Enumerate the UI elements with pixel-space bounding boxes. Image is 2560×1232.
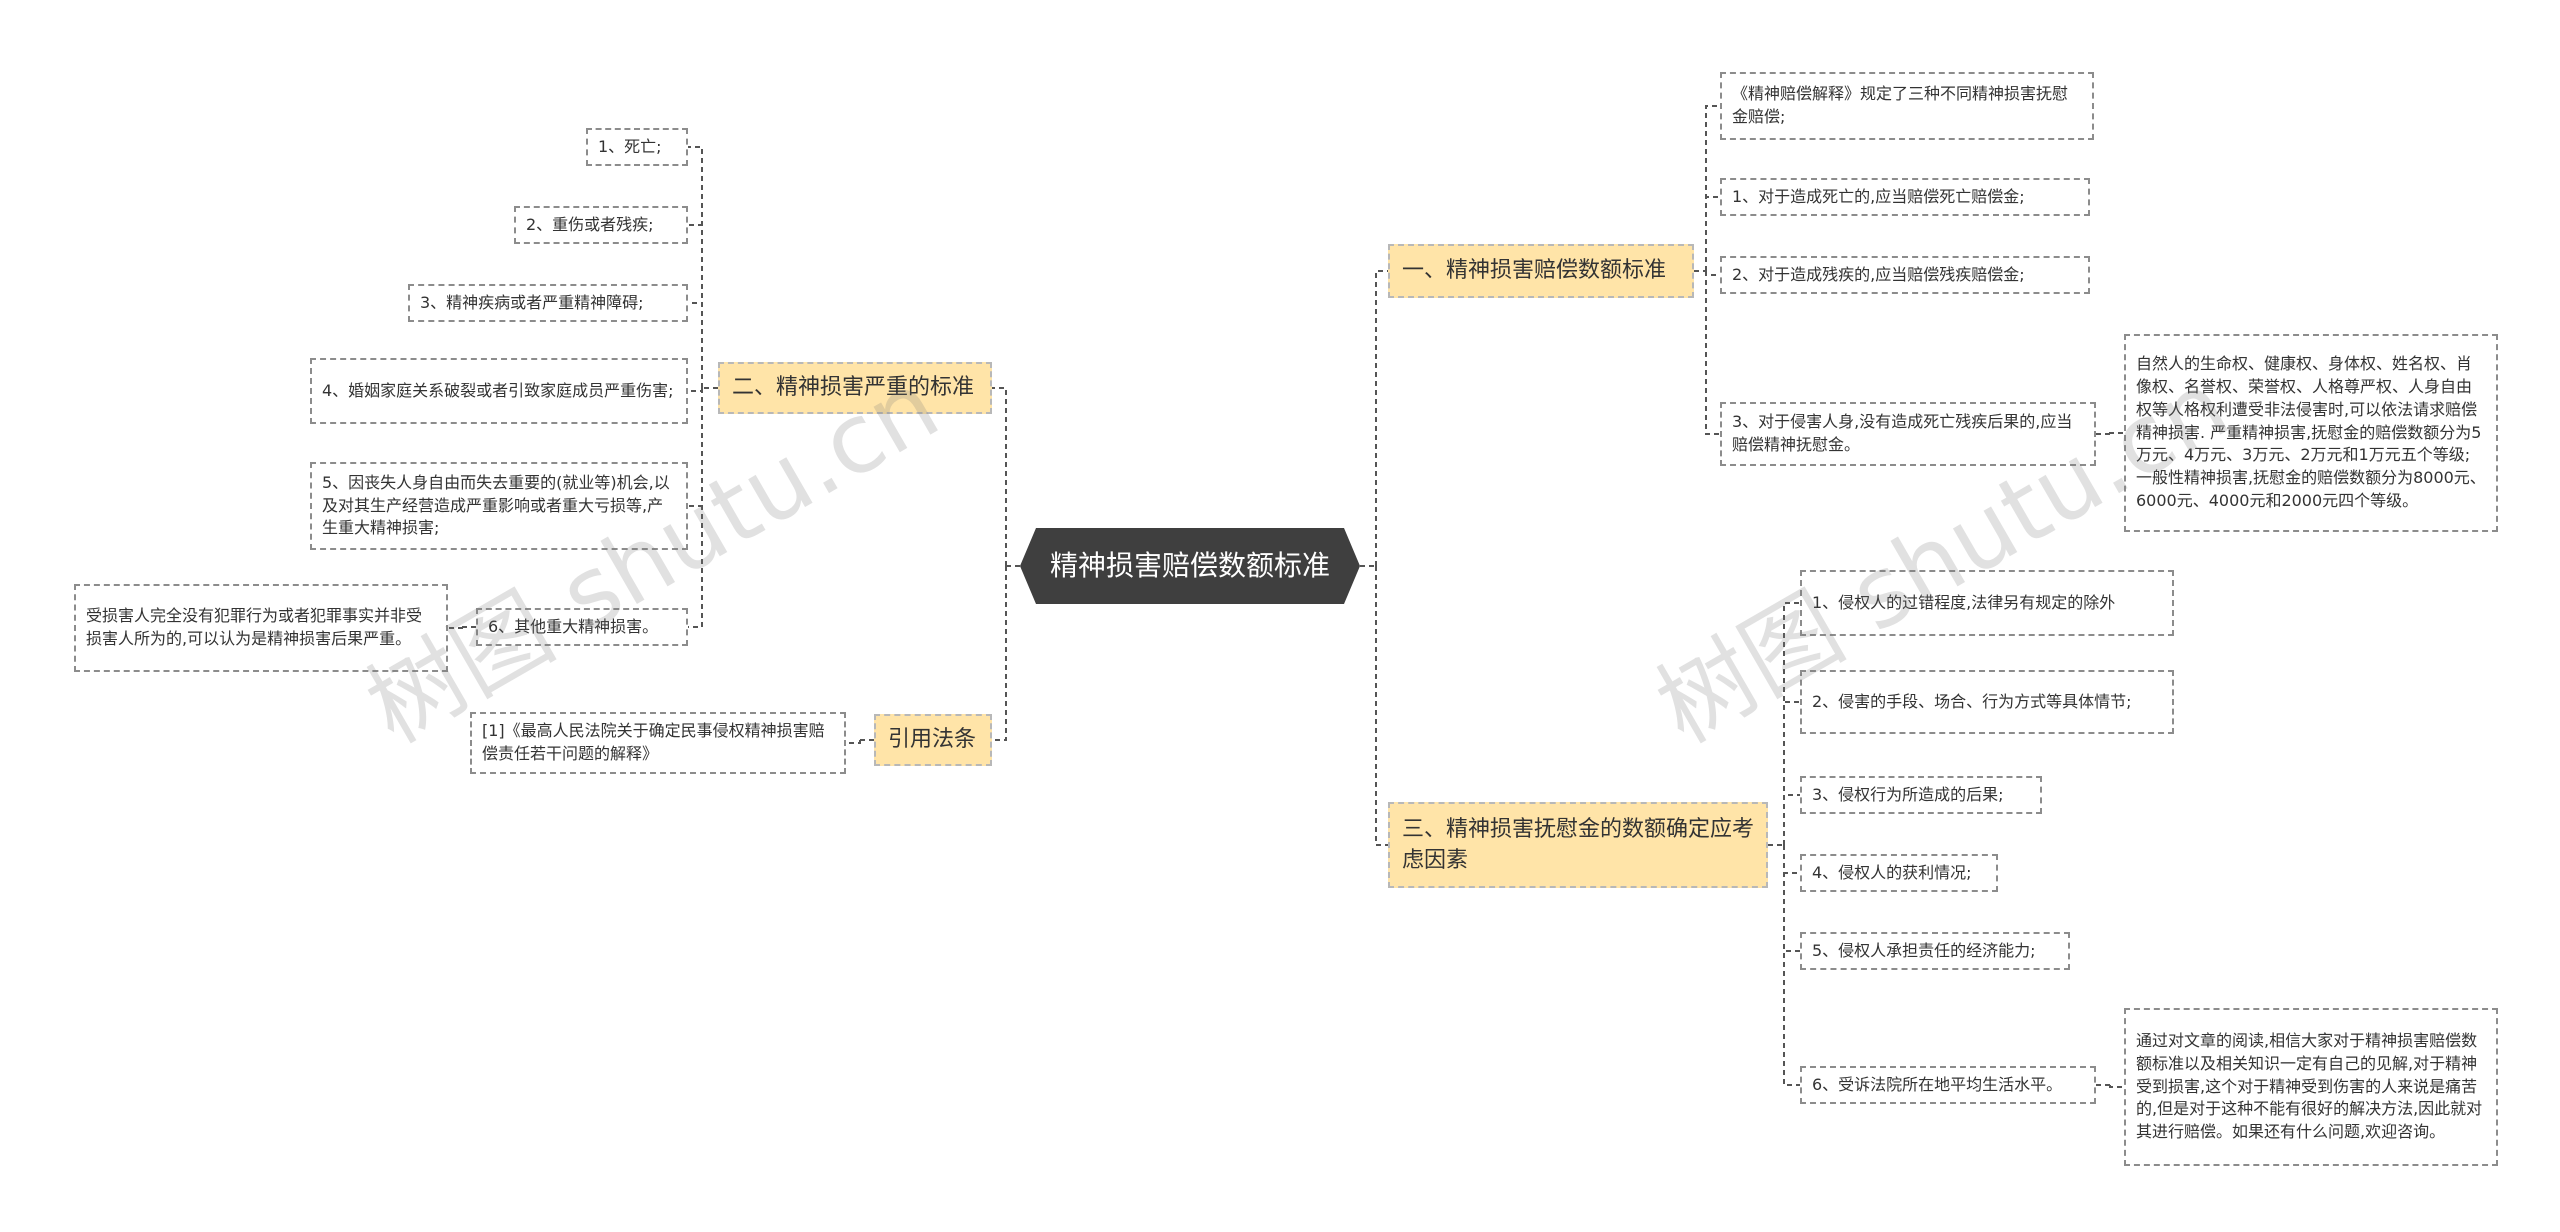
leaf-consequences[interactable]: 3、侵权行为所造成的后果; [1800, 776, 2042, 814]
leaf-text: 2、重伤或者残疾; [526, 214, 654, 234]
leaf-serious-injury[interactable]: 2、重伤或者残疾; [514, 206, 688, 244]
leaf-death-compensation[interactable]: 1、对于造成死亡的,应当赔偿死亡赔偿金; [1720, 178, 2090, 216]
leaf-lost-freedom[interactable]: 5、因丧失人身自由而失去重要的(就业等)机会,以及对其生产经营造成严重影响或者重… [310, 462, 688, 550]
connector-b2 [688, 146, 718, 628]
leaf-mental-illness[interactable]: 3、精神疾病或者严重精神障碍; [408, 284, 688, 322]
leaf-disability-compensation[interactable]: 2、对于造成残疾的,应当赔偿残疾赔偿金; [1720, 256, 2090, 294]
leaf-fault-degree[interactable]: 1、侵权人的过错程度,法律另有规定的除外 [1800, 570, 2174, 636]
leaf-text: 3、对于侵害人身,没有造成死亡残疾后果的,应当赔偿精神抚慰金。 [1732, 412, 2073, 454]
leaf-text: 1、死亡; [598, 136, 662, 156]
connector-r1d [2096, 432, 2124, 435]
leaf-text: [1]《最高人民法院关于确定民事侵权精神损害赔偿责任若干问题的解释》 [482, 721, 825, 763]
leaf-living-standard[interactable]: 6、受诉法院所在地平均生活水平。 [1800, 1066, 2096, 1104]
leaf-family-breakdown[interactable]: 4、婚姻家庭关系破裂或者引致家庭成员严重伤害; [310, 358, 688, 424]
branch-label: 一、精神损害赔偿数额标准 [1402, 258, 1667, 284]
branch-label: 引用法条 [888, 727, 977, 753]
root-node[interactable]: 精神损害赔偿数额标准 [1020, 528, 1360, 604]
leaf-innocent-victim[interactable]: 受损害人完全没有犯罪行为或者犯罪事实并非受损害人所为的,可以认为是精神损害后果严… [74, 584, 448, 672]
leaf-text: 《精神赔偿解释》规定了三种不同精神损害抚慰金赔偿; [1732, 84, 2069, 126]
root-label: 精神损害赔偿数额标准 [1049, 549, 1330, 583]
leaf-text: 3、精神疾病或者严重精神障碍; [420, 292, 644, 312]
leaf-three-types[interactable]: 《精神赔偿解释》规定了三种不同精神损害抚慰金赔偿; [1720, 72, 2094, 140]
connector-r3f [2096, 1084, 2124, 1088]
leaf-text: 4、婚姻家庭关系破裂或者引致家庭成员严重伤害; [322, 380, 674, 400]
leaf-judicial-interpretation[interactable]: [1]《最高人民法院关于确定民事侵权精神损害赔偿责任若干问题的解释》 [470, 712, 846, 774]
connector-b3 [1768, 602, 1800, 1086]
connector-root [1360, 270, 1388, 846]
leaf-other-damage[interactable]: 6、其他重大精神损害。 [476, 608, 688, 646]
leaf-profit[interactable]: 4、侵权人的获利情况; [1800, 854, 1998, 892]
leaf-text: 5、因丧失人身自由而失去重要的(就业等)机会,以及对其生产经营造成严重影响或者重… [322, 472, 670, 538]
leaf-text: 6、其他重大精神损害。 [488, 616, 659, 636]
branch-severity-standard[interactable]: 二、精神损害严重的标准 [718, 362, 992, 414]
leaf-text: 5、侵权人承担责任的经济能力; [1812, 940, 2036, 960]
leaf-mental-solatium[interactable]: 3、对于侵害人身,没有造成死亡残疾后果的,应当赔偿精神抚慰金。 [1720, 402, 2096, 466]
connector-b4 [846, 739, 874, 744]
leaf-text: 3、侵权行为所造成的后果; [1812, 784, 2004, 804]
leaf-death[interactable]: 1、死亡; [586, 128, 688, 166]
leaf-text: 通过对文章的阅读,相信大家对于精神损害赔偿数额标准以及相关知识一定有自己的见解,… [2136, 1031, 2483, 1142]
leaf-text: 6、受诉法院所在地平均生活水平。 [1812, 1074, 2063, 1094]
leaf-text: 受损害人完全没有犯罪行为或者犯罪事实并非受损害人所为的,可以认为是精神损害后果严… [86, 606, 423, 648]
branch-label: 三、精神损害抚慰金的数额确定应考虑因素 [1402, 816, 1755, 873]
branch-cited-law[interactable]: 引用法条 [874, 714, 992, 766]
branch-label: 二、精神损害严重的标准 [732, 375, 975, 401]
leaf-text: 2、对于造成残疾的,应当赔偿残疾赔偿金; [1732, 264, 2025, 284]
leaf-economic-capacity[interactable]: 5、侵权人承担责任的经济能力; [1800, 932, 2070, 970]
branch-compensation-standard[interactable]: 一、精神损害赔偿数额标准 [1388, 244, 1694, 298]
connector-root [992, 387, 1020, 741]
connector-b1 [1694, 105, 1720, 435]
leaf-means-circumstances[interactable]: 2、侵害的手段、场合、行为方式等具体情节; [1800, 670, 2174, 734]
leaf-text: 4、侵权人的获利情况; [1812, 862, 1972, 882]
branch-consideration-factors[interactable]: 三、精神损害抚慰金的数额确定应考虑因素 [1388, 802, 1768, 888]
leaf-text: 自然人的生命权、健康权、身体权、姓名权、肖像权、名誉权、荣誉权、人格尊严权、人身… [2136, 354, 2486, 510]
connector-l2f [448, 626, 476, 629]
leaf-solatium-levels[interactable]: 自然人的生命权、健康权、身体权、姓名权、肖像权、名誉权、荣誉权、人格尊严权、人身… [2124, 334, 2498, 532]
leaf-text: 1、侵权人的过错程度,法律另有规定的除外 [1812, 592, 2116, 612]
leaf-text: 2、侵害的手段、场合、行为方式等具体情节; [1812, 691, 2132, 711]
leaf-closing-note[interactable]: 通过对文章的阅读,相信大家对于精神损害赔偿数额标准以及相关知识一定有自己的见解,… [2124, 1008, 2498, 1166]
leaf-text: 1、对于造成死亡的,应当赔偿死亡赔偿金; [1732, 186, 2025, 206]
